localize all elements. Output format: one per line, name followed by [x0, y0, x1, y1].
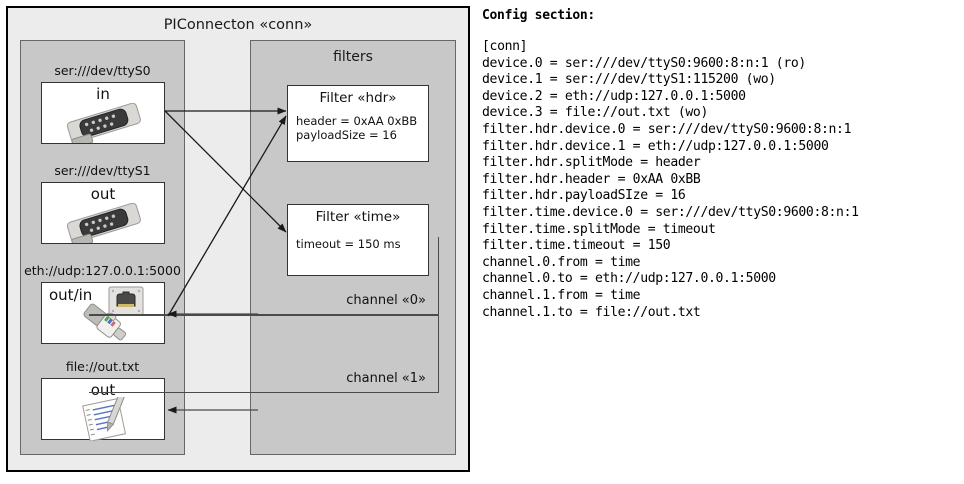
device-label: ser:///dev/ttyS0: [54, 63, 151, 78]
channel-0-box[interactable]: channel «0»: [89, 237, 439, 315]
device-label: eth://udp:127.0.0.1:5000: [24, 263, 181, 278]
serial-port-icon: [60, 102, 150, 149]
text-file-icon: [80, 393, 136, 445]
filter-title: Filter «hdr»: [319, 90, 397, 106]
channel-1-box[interactable]: channel «1»: [89, 315, 439, 393]
filter-prop: payloadSize = 16: [296, 128, 397, 142]
filter-time-box[interactable]: Filter «time» timeout = 150 ms: [287, 204, 429, 276]
filters-panel-title: filters: [333, 49, 373, 65]
config-section: Config section: [conn] device.0 = ser://…: [482, 8, 960, 368]
filter-properties: timeout = 150 ms: [296, 237, 401, 251]
filter-hdr-box[interactable]: Filter «hdr» header = 0xAA 0xBB payloadS…: [287, 85, 429, 162]
channel-label: channel «1»: [346, 371, 426, 386]
device-direction-label: out/in: [49, 286, 93, 304]
device-box[interactable]: out: [41, 182, 165, 249]
filter-prop: header = 0xAA 0xBB: [296, 114, 418, 128]
config-body: [conn] device.0 = ser:///dev/ttyS0:9600:…: [482, 39, 859, 320]
diagram-title: PIConnecton «conn»: [163, 17, 313, 33]
filters-panel: filters Filter «hdr» header = 0xAA 0xBB …: [89, 40, 456, 455]
filter-properties: header = 0xAA 0xBB payloadSize = 16: [296, 114, 417, 142]
device-direction-label: out: [90, 185, 116, 203]
device-box[interactable]: in: [41, 82, 165, 149]
config-heading: Config section:: [482, 8, 595, 23]
filter-prop: timeout = 150 ms: [296, 237, 401, 251]
connector-diagram: PIConnecton «conn» ser:///dev/ttyS0 in: [6, 6, 470, 472]
device-label: ser:///dev/ttyS1: [54, 163, 151, 178]
channel-label: channel «0»: [346, 293, 426, 308]
filter-title: Filter «time»: [315, 209, 401, 225]
device-label: file://out.txt: [65, 359, 140, 374]
device-direction-label: in: [96, 85, 110, 103]
